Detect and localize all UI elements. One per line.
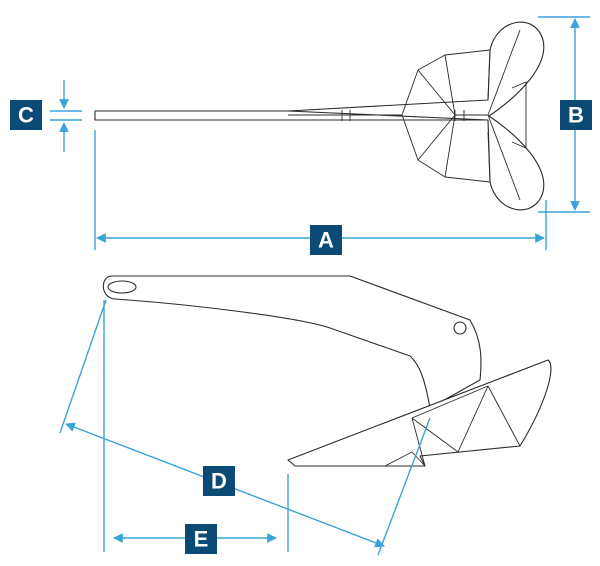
top-view-ticks	[341, 110, 465, 121]
label-badge-a: A	[310, 225, 342, 255]
label-b-text: B	[568, 103, 584, 128]
label-badge-b: B	[560, 100, 592, 130]
label-e-text: E	[194, 527, 209, 552]
label-a-text: A	[318, 228, 334, 253]
label-badge-d: D	[203, 466, 235, 496]
side-view-facets	[384, 385, 521, 467]
anchor-side-view	[102, 275, 552, 467]
anchor-top-view	[94, 21, 545, 211]
label-badge-c: C	[10, 100, 42, 130]
label-c-text: C	[18, 103, 34, 128]
top-view-backplate	[511, 81, 527, 149]
side-view-shank	[102, 275, 482, 409]
label-badge-e: E	[185, 524, 217, 554]
top-view-fluke	[287, 21, 545, 211]
top-view-facets	[288, 29, 521, 201]
shank-pivot-hole	[453, 321, 467, 335]
side-view-fluke	[287, 359, 552, 467]
shank-eye-slot	[107, 280, 137, 294]
label-d-text: D	[211, 469, 227, 494]
